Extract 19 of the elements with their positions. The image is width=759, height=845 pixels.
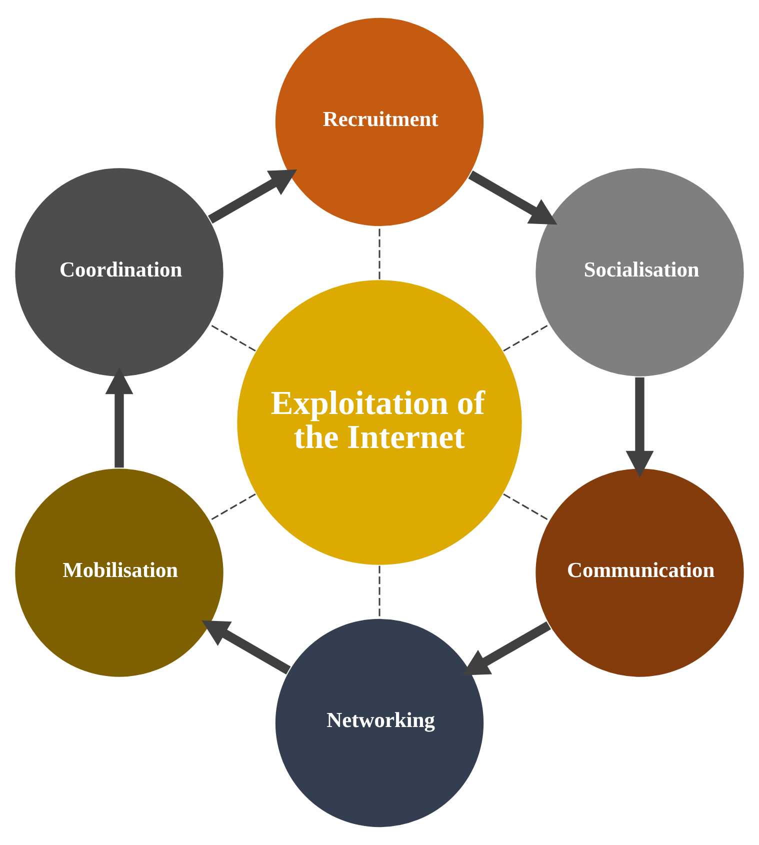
arrow [208,170,298,224]
node-circle: Socialisation [534,166,746,378]
node-circle: Exploitation of the Internet [236,278,524,566]
connector [210,324,256,352]
node-circle: Networking [274,617,486,829]
node-circle: Recruitment [274,16,486,228]
node-circle: Coordination [14,166,225,378]
arrow [626,377,654,478]
connector [210,493,256,521]
node-circle: Communication [534,467,746,678]
arrow [468,170,558,225]
connector [378,227,380,280]
connector [503,324,549,352]
arrow [105,367,134,468]
arrow [462,621,552,676]
connector [503,493,549,521]
arrow [202,620,291,674]
node-circle: Mobilisation [14,467,225,678]
connector [378,566,380,618]
